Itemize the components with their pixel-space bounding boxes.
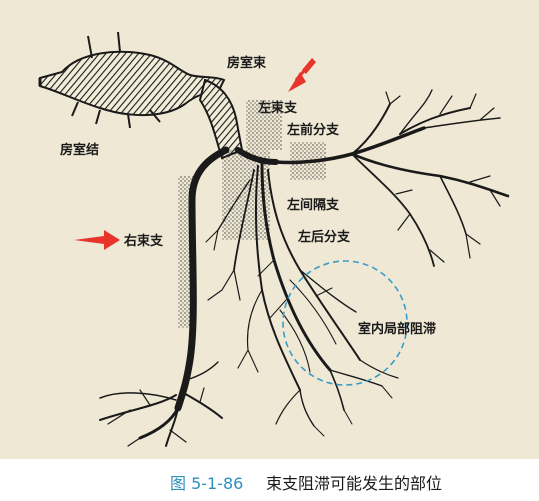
av-node-shape — [38, 31, 226, 129]
figure-number: 图 5-1-86 — [170, 474, 244, 493]
diagram-panel: 房室束 房室结 左束支 左前分支 左间隔支 左后分支 右束支 室内局部阻滞 — [0, 0, 539, 459]
label-right-bundle-branch: 右束支 — [124, 234, 164, 249]
figure-title: 束支阻滞可能发生的部位 — [266, 474, 443, 493]
label-av-node: 房室结 — [60, 143, 100, 158]
label-left-anterior-fascicle: 左前分支 — [287, 123, 340, 138]
figure-caption: 图 5-1-86 束支阻滞可能发生的部位 — [0, 459, 539, 501]
label-left-posterior-fascicle: 左后分支 — [298, 230, 351, 245]
right-bundle-branch-shape — [99, 146, 230, 447]
label-left-bundle-branch: 左束支 — [258, 101, 298, 116]
arrow-right-bundle-branch — [74, 230, 120, 250]
label-left-septal-fascicle: 左间隔支 — [287, 198, 340, 213]
conduction-system-drawing — [38, 31, 510, 447]
left-bundle-branch-shape — [205, 89, 510, 437]
his-bundle-shape — [198, 78, 244, 160]
label-his-bundle: 房室束 — [227, 56, 267, 71]
label-intraventricular-block: 室内局部阻滞 — [358, 322, 437, 337]
arrow-left-bundle-branch — [288, 58, 316, 92]
intraventricular-block-circle — [282, 260, 408, 386]
